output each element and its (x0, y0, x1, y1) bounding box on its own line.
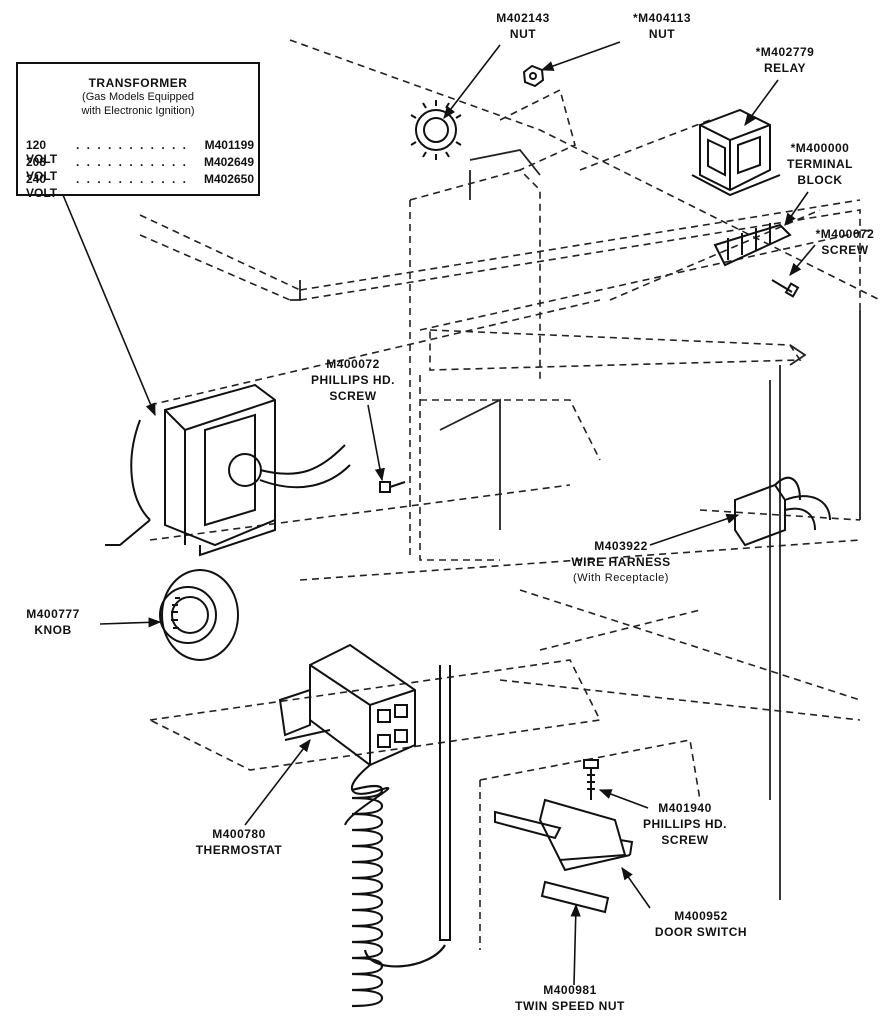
phillips-screw-icon-low (583, 759, 599, 800)
part-number: M400072 (326, 357, 380, 371)
part-note: (With Receptacle) (573, 572, 669, 584)
part-name-line-1: PHILLIPS HD. (642, 817, 727, 831)
part-number: M400952 (674, 909, 728, 923)
twin-speed-nut-icon (540, 880, 610, 914)
part-number: *M402779 (755, 45, 815, 59)
cabinet-solid-edges (290, 149, 861, 900)
part-name: SCREW (821, 243, 869, 257)
part-number: M400780 (212, 827, 266, 841)
transformer-row-120: 120 VOLT . . . . . . . . . . . . . M4011… (26, 138, 254, 166)
phillips-screw-icon-mid (379, 481, 406, 493)
thermostat-coil-icon (351, 784, 446, 1008)
transformer-subtitle-2: with Electronic Ignition) (81, 105, 195, 117)
part-name: KNOB (34, 623, 72, 637)
label-thermostat: M400780 THERMOSTAT (184, 826, 294, 858)
transformer-row-240: 240 VOLT . . . . . . . . . . . . . M4026… (26, 172, 254, 200)
door-switch-icon (494, 798, 634, 872)
thermostat-icon (278, 643, 451, 941)
label-twin-speed-nut: M400981 TWIN SPEED NUT (500, 982, 640, 1014)
leader-lines (62, 41, 816, 986)
part-name-line-2: BLOCK (797, 173, 843, 187)
knob-icon (159, 569, 239, 661)
part-name: TWIN SPEED NUT (515, 999, 625, 1013)
part-number: M401940 (658, 801, 712, 815)
label-terminal-block: *M400000 TERMINAL BLOCK (765, 140, 875, 188)
label-knob: M400777 KNOB (8, 606, 98, 638)
part-number: M401199 (204, 138, 254, 152)
part-name: DOOR SWITCH (654, 925, 748, 939)
transformer-row-208: 208 VOLT . . . . . . . . . . . . . M4026… (26, 155, 254, 183)
part-name-line-1: TERMINAL (787, 157, 853, 171)
part-number: *M400072 (815, 227, 875, 241)
part-number: M402649 (203, 155, 254, 169)
part-number: M402650 (203, 172, 254, 186)
gear-nut-icon (410, 100, 462, 160)
part-name-line-2: SCREW (329, 389, 377, 403)
part-number: M402143 (496, 11, 550, 25)
transformer-legend-box: TRANSFORMER (Gas Models Equipped with El… (16, 62, 260, 200)
label-screw-top: *M400072 SCREW (800, 226, 890, 258)
label-door-switch: M400952 DOOR SWITCH (646, 908, 756, 940)
label-relay: *M402779 RELAY (735, 44, 835, 76)
part-number: M400981 (543, 983, 597, 997)
screw-icon-top (771, 279, 800, 298)
hex-nut-icon (522, 64, 545, 88)
part-number: *M400000 (790, 141, 850, 155)
part-name: WIRE HARNESS (571, 555, 671, 569)
label-nut-m404113: *M404113 NUT (612, 10, 712, 42)
label-nut-m402143: M402143 NUT (478, 10, 568, 42)
terminal-block-icon (713, 223, 792, 267)
label-wire-harness: M403922 WIRE HARNESS (With Receptacle) (556, 538, 686, 586)
transformer-icon (105, 383, 351, 557)
dot-leader: . . . . . . . . . . . . . (76, 138, 188, 152)
transformer-title: TRANSFORMER (88, 76, 188, 90)
part-name-line-1: PHILLIPS HD. (310, 373, 395, 387)
dot-leader: . . . . . . . . . . . . . (76, 155, 188, 169)
voltage-label: 208 VOLT (26, 155, 58, 183)
relay-icon (691, 108, 781, 197)
part-number: *M404113 (632, 11, 692, 25)
transformer-subtitle-1: (Gas Models Equipped (82, 91, 194, 103)
dot-leader: . . . . . . . . . . . . . (76, 172, 188, 186)
part-name-line-2: SCREW (661, 833, 709, 847)
part-name: RELAY (763, 61, 807, 75)
label-phillips-screw-mid: M400072 PHILLIPS HD. SCREW (298, 356, 408, 404)
part-name: THERMOSTAT (195, 843, 283, 857)
part-number: M403922 (594, 539, 648, 553)
part-name: NUT (648, 27, 676, 41)
wire-harness-icon (734, 476, 831, 547)
voltage-label: 120 VOLT (26, 138, 58, 166)
voltage-label: 240 VOLT (26, 172, 58, 200)
label-phillips-screw-low: M401940 PHILLIPS HD. SCREW (630, 800, 740, 848)
part-number: M400777 (26, 607, 80, 621)
part-name: NUT (509, 27, 537, 41)
